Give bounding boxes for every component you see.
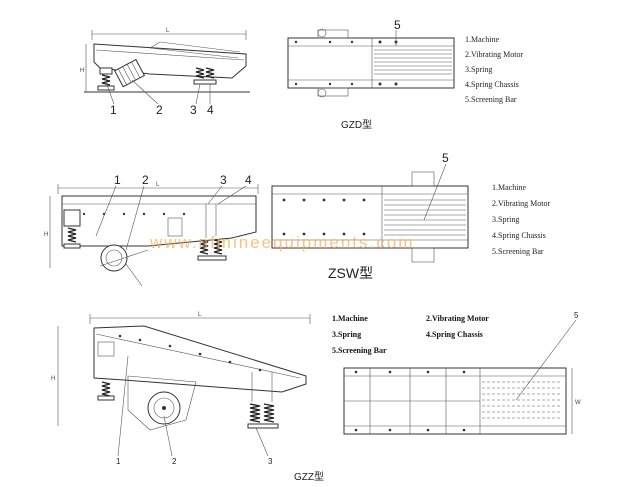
zsw-callout-2: 2 [142,173,149,187]
gzz-callout-2: 2 [172,457,177,466]
gzz-side-view: L H 1 2 3 [51,312,311,466]
gzd-legend-4: 4.Spring Chassis [465,80,519,89]
zsw-callout-1: 1 [114,173,121,187]
gzz-legend-2: 2.Vibrating Motor [426,314,489,323]
watermark: www.nfmineequipments.com [149,233,414,252]
gzd-plan-callout-5: 5 [394,18,401,32]
gzd-legend-3: 3.Spring [465,65,492,74]
gzd-callout-3: 3 [190,103,197,117]
gzz-plan-view: W 5 [343,311,581,435]
gzz-dim-l: L [198,312,202,318]
zsw-legend-4: 4.Spring Chassis [492,231,546,240]
gzz-legend-1: 1.Machine [332,314,368,323]
zsw-motor [100,244,128,272]
gzd-side-view: L H 1 2 3 4 [80,28,250,117]
gzz-plan-callout-5: 5 [574,311,579,320]
gzz-legend-5: 5.Screening Bar [332,346,387,355]
gzd-caption: GZD型 [341,118,372,131]
gzz-legend: 1.Machine 2.Vibrating Motor 3.Spring 4.S… [332,314,489,355]
gzz-callout-3: 3 [268,457,273,466]
gzd-plan-view: 5 [287,18,455,98]
gzz-dim-w: W [575,400,581,406]
gzz-legend-3: 3.Spring [332,330,361,339]
zsw-legend-2: 2.Vibrating Motor [492,199,551,208]
gzd-legend-1: 1.Machine [465,35,499,44]
zsw-dim-h: H [44,232,48,238]
zsw-trough [61,195,257,247]
gzd-callout-4: 4 [207,103,214,117]
zsw-plan-callout-5: 5 [442,151,449,165]
zsw-legend: 1.Machine 2.Vibrating Motor 3.Spring 4.S… [492,183,551,256]
gzz-caption: GZZ型 [294,470,324,483]
gzd-screening-bars [374,49,452,75]
zsw-plan-view: 5 [271,151,469,263]
zsw-dim-l: L [156,182,160,188]
zsw-caption: ZSW型 [328,265,373,281]
gzz-legend-4: 4.Spring Chassis [426,330,483,339]
zsw-side-view: L H 1 2 3 4 [44,173,259,287]
gzz-trough [93,325,307,393]
zsw-legend-5: 5.Screening Bar [492,247,544,256]
gzd-legend-2: 2.Vibrating Motor [465,50,524,59]
gzd-callout-2: 2 [156,103,163,117]
gzz-screening-bars [482,381,562,419]
zsw-legend-3: 3.Spring [492,215,519,224]
gzz-callout-1: 1 [116,457,121,466]
gzd-callout-1: 1 [110,103,117,117]
gzd-legend-5: 5.Screening Bar [465,95,517,104]
zsw-plan-frame [271,185,469,249]
gzz-dim-h: H [51,376,55,382]
gzd-dim-l: L [166,28,170,34]
zsw-callout-3: 3 [220,173,227,187]
gzd-motor [114,58,146,88]
zsw-screening-bars [384,199,466,236]
gzd-plan-frame [287,37,455,89]
gzd-legend: 1.Machine 2.Vibrating Motor 3.Spring 4.S… [465,35,524,104]
zsw-callout-4: 4 [245,173,252,187]
gzd-dim-h: H [80,68,84,74]
zsw-legend-1: 1.Machine [492,183,526,192]
